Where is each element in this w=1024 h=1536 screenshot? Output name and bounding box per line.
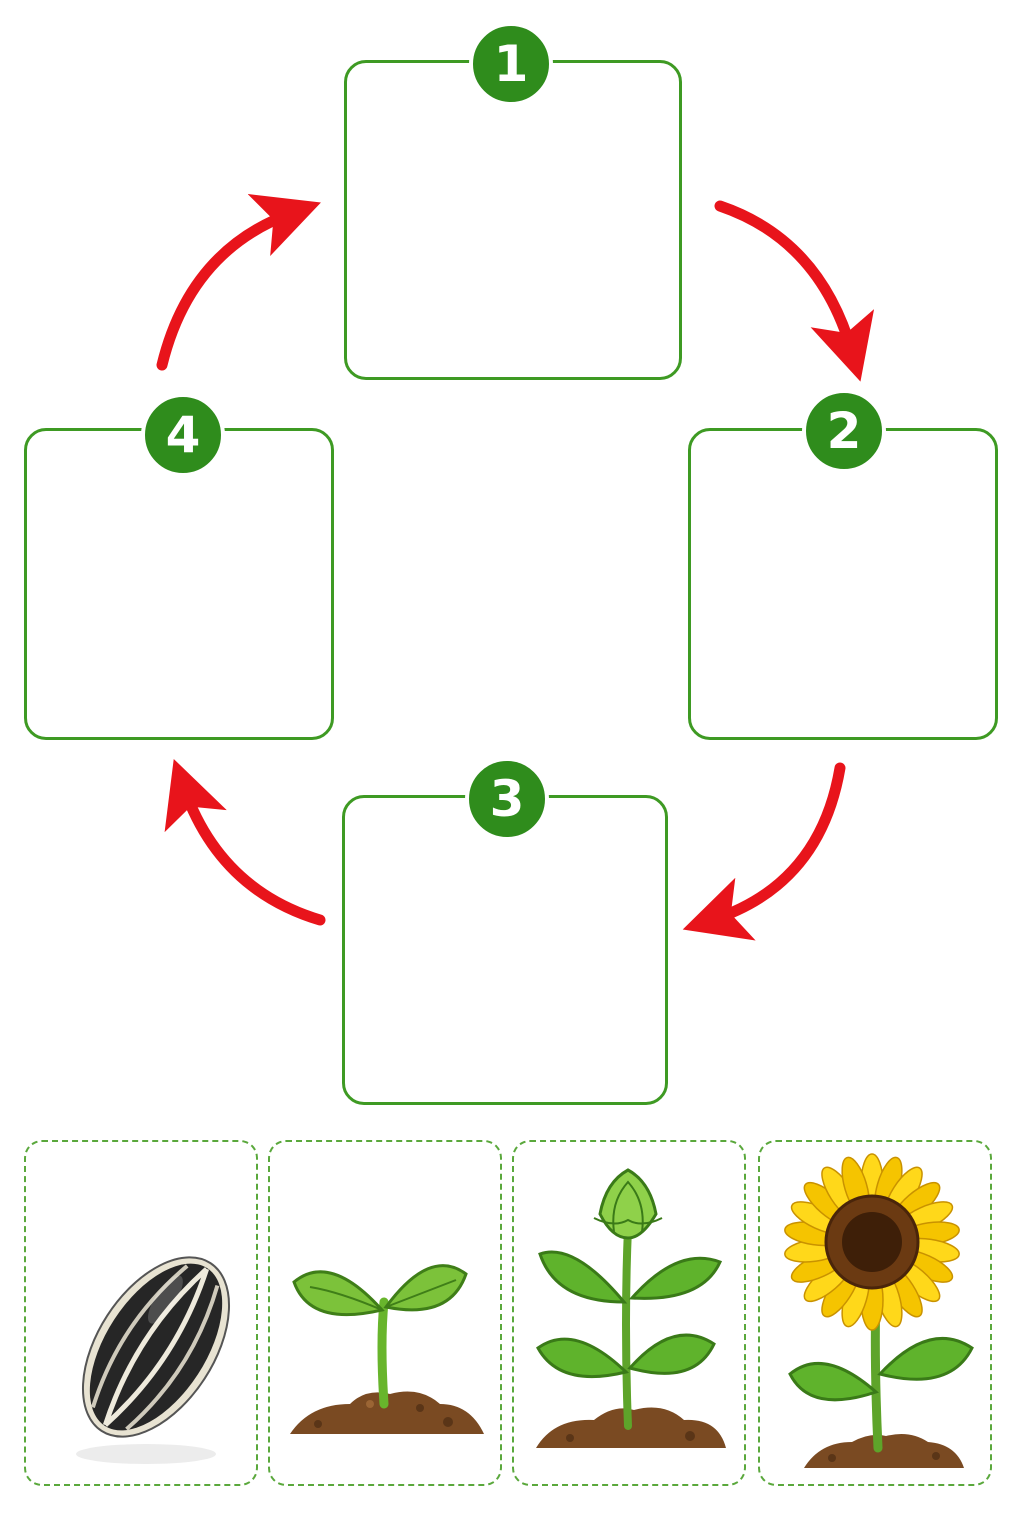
arrow-2-to-3 — [682, 762, 846, 941]
card-budding-plant[interactable] — [512, 1140, 746, 1486]
seedling-icon — [290, 1264, 484, 1434]
step-4-badge: 4 — [141, 393, 225, 477]
sunflower-icon — [784, 1153, 974, 1468]
card-seed[interactable] — [24, 1140, 258, 1486]
step-3-badge: 3 — [465, 757, 549, 841]
step-2-box[interactable] — [688, 428, 998, 740]
step-3-box[interactable] — [342, 795, 668, 1105]
arrow-1-to-2 — [714, 200, 875, 382]
step-1-badge: 1 — [469, 22, 553, 106]
step-2-badge: 2 — [802, 389, 886, 473]
card-seedling[interactable] — [268, 1140, 502, 1486]
step-1-box[interactable] — [344, 60, 682, 380]
arrow-3-to-4 — [164, 758, 326, 926]
budding-plant-icon — [536, 1168, 726, 1448]
arrow-4-to-1 — [156, 194, 321, 371]
card-sunflower[interactable] — [758, 1140, 992, 1486]
sunflower-seed-icon — [76, 1256, 231, 1464]
step-4-box[interactable] — [24, 428, 334, 740]
